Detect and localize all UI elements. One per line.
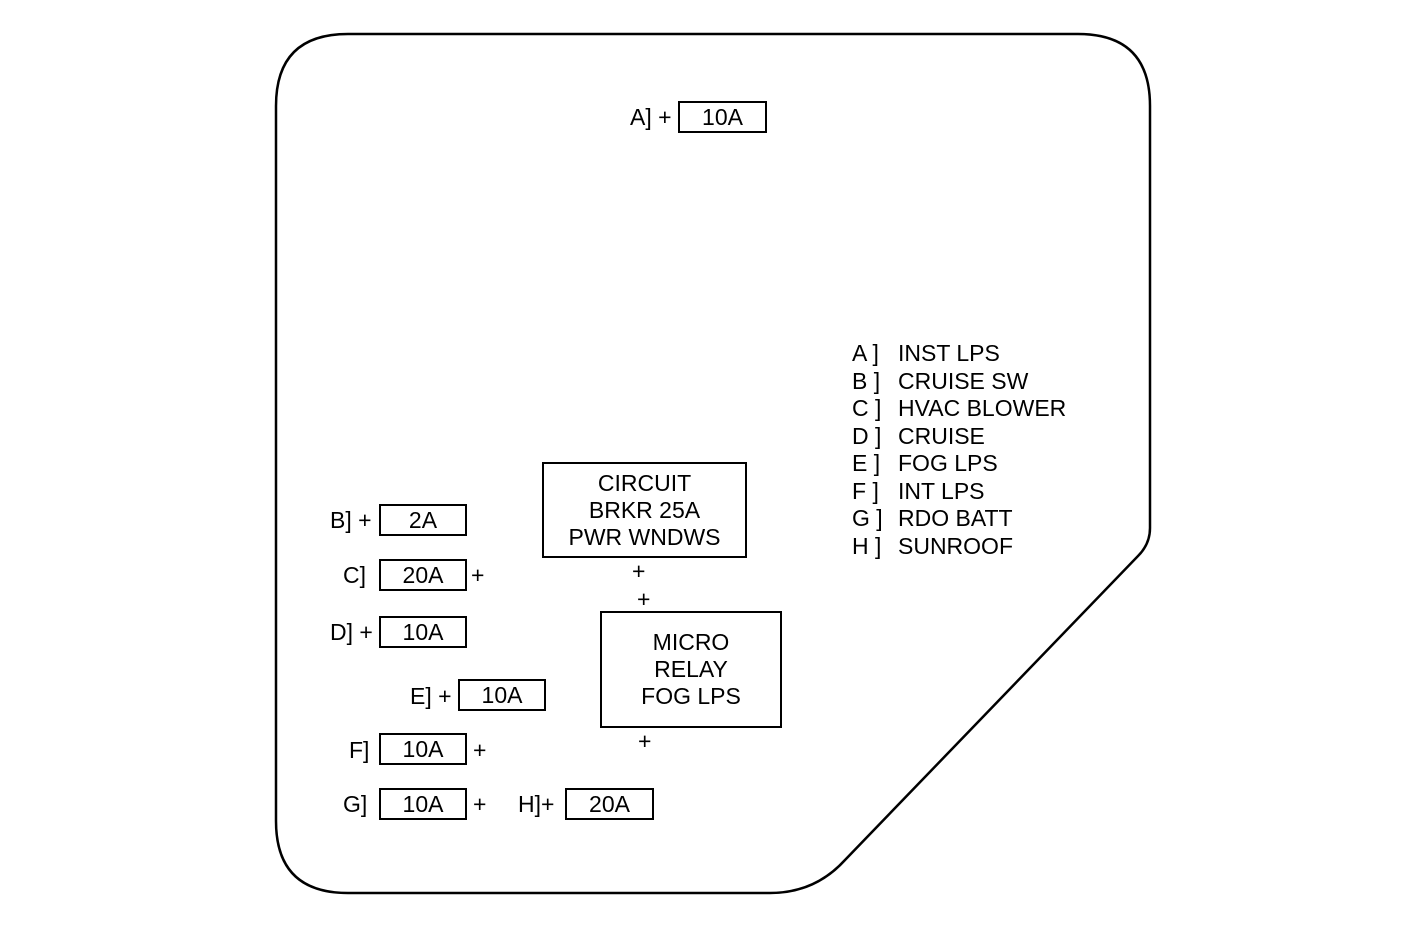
circuit-breaker-plus: +: [632, 558, 646, 584]
fuse-a-label: A] +: [630, 104, 672, 130]
micro-relay-line-1: MICRO: [652, 629, 730, 655]
fuse-e: 10A: [458, 679, 546, 711]
fuse-h-label: H]+: [518, 791, 555, 817]
legend-code: G ]: [852, 505, 883, 531]
fuse-a-rating: 10A: [702, 103, 743, 130]
fuse-e-rating: 10A: [481, 681, 523, 708]
micro-relay-line-3: FOG LPS: [641, 683, 741, 709]
fuse-b-label: B] +: [330, 507, 372, 533]
fuse-e-label: E] +: [410, 683, 452, 709]
legend-code: A ]: [852, 340, 879, 366]
circuit-breaker-line-2: BRKR 25A: [588, 496, 701, 523]
fuse-d-rating: 10A: [402, 618, 444, 645]
legend-desc: INST LPS: [898, 340, 1000, 366]
fuse-c-label: C]: [343, 562, 366, 588]
legend-desc: SUNROOF: [898, 532, 1013, 559]
fuse-b: 2A: [379, 504, 467, 536]
legend-desc: HVAC BLOWER: [898, 395, 1067, 421]
legend-code: H ]: [852, 532, 882, 559]
circuit-breaker-line-3: PWR WNDWS: [568, 523, 721, 550]
fuse-h: 20A: [565, 788, 654, 820]
micro-relay-box: MICRO RELAY FOG LPS: [600, 611, 782, 728]
fuse-g-rating: 10A: [402, 790, 444, 817]
fuse-f-rating: 10A: [402, 735, 444, 762]
fuse-f: 10A: [379, 733, 467, 765]
fuse-c-rating: 20A: [402, 561, 444, 588]
circuit-breaker-line-1: CIRCUIT: [597, 469, 692, 496]
fuse-f-plus: +: [473, 737, 487, 763]
legend-desc: CRUISE: [898, 422, 985, 449]
fuse-d: 10A: [379, 616, 467, 648]
fuse-b-rating: 2A: [408, 506, 438, 533]
fuse-a: 10A: [678, 101, 767, 133]
fuse-c-plus: +: [471, 562, 485, 588]
fuse-g-plus: +: [473, 791, 487, 817]
fuse-h-rating: 20A: [589, 790, 630, 817]
legend-code: D ]: [852, 422, 882, 449]
fuse-d-label: D] +: [330, 619, 373, 645]
circuit-breaker-box: CIRCUIT BRKR 25A PWR WNDWS: [542, 462, 747, 558]
legend-desc: FOG LPS: [898, 450, 998, 476]
micro-relay-plus-bottom: +: [638, 728, 652, 754]
legend-desc: INT LPS: [898, 477, 985, 504]
legend-code: B ]: [852, 367, 881, 394]
fuse-g-label: G]: [343, 791, 368, 817]
legend-code: E ]: [852, 450, 881, 476]
legend-code: C ]: [852, 395, 882, 421]
fuse-g: 10A: [379, 788, 467, 820]
fuse-c: 20A: [379, 559, 467, 591]
legend-desc: RDO BATT: [898, 505, 1013, 531]
legend-code: F ]: [852, 477, 879, 504]
legend-desc: CRUISE SW: [898, 367, 1029, 394]
fuse-f-label: F]: [349, 737, 370, 763]
micro-relay-plus-top: +: [637, 586, 651, 612]
micro-relay-line-2: RELAY: [654, 656, 728, 682]
